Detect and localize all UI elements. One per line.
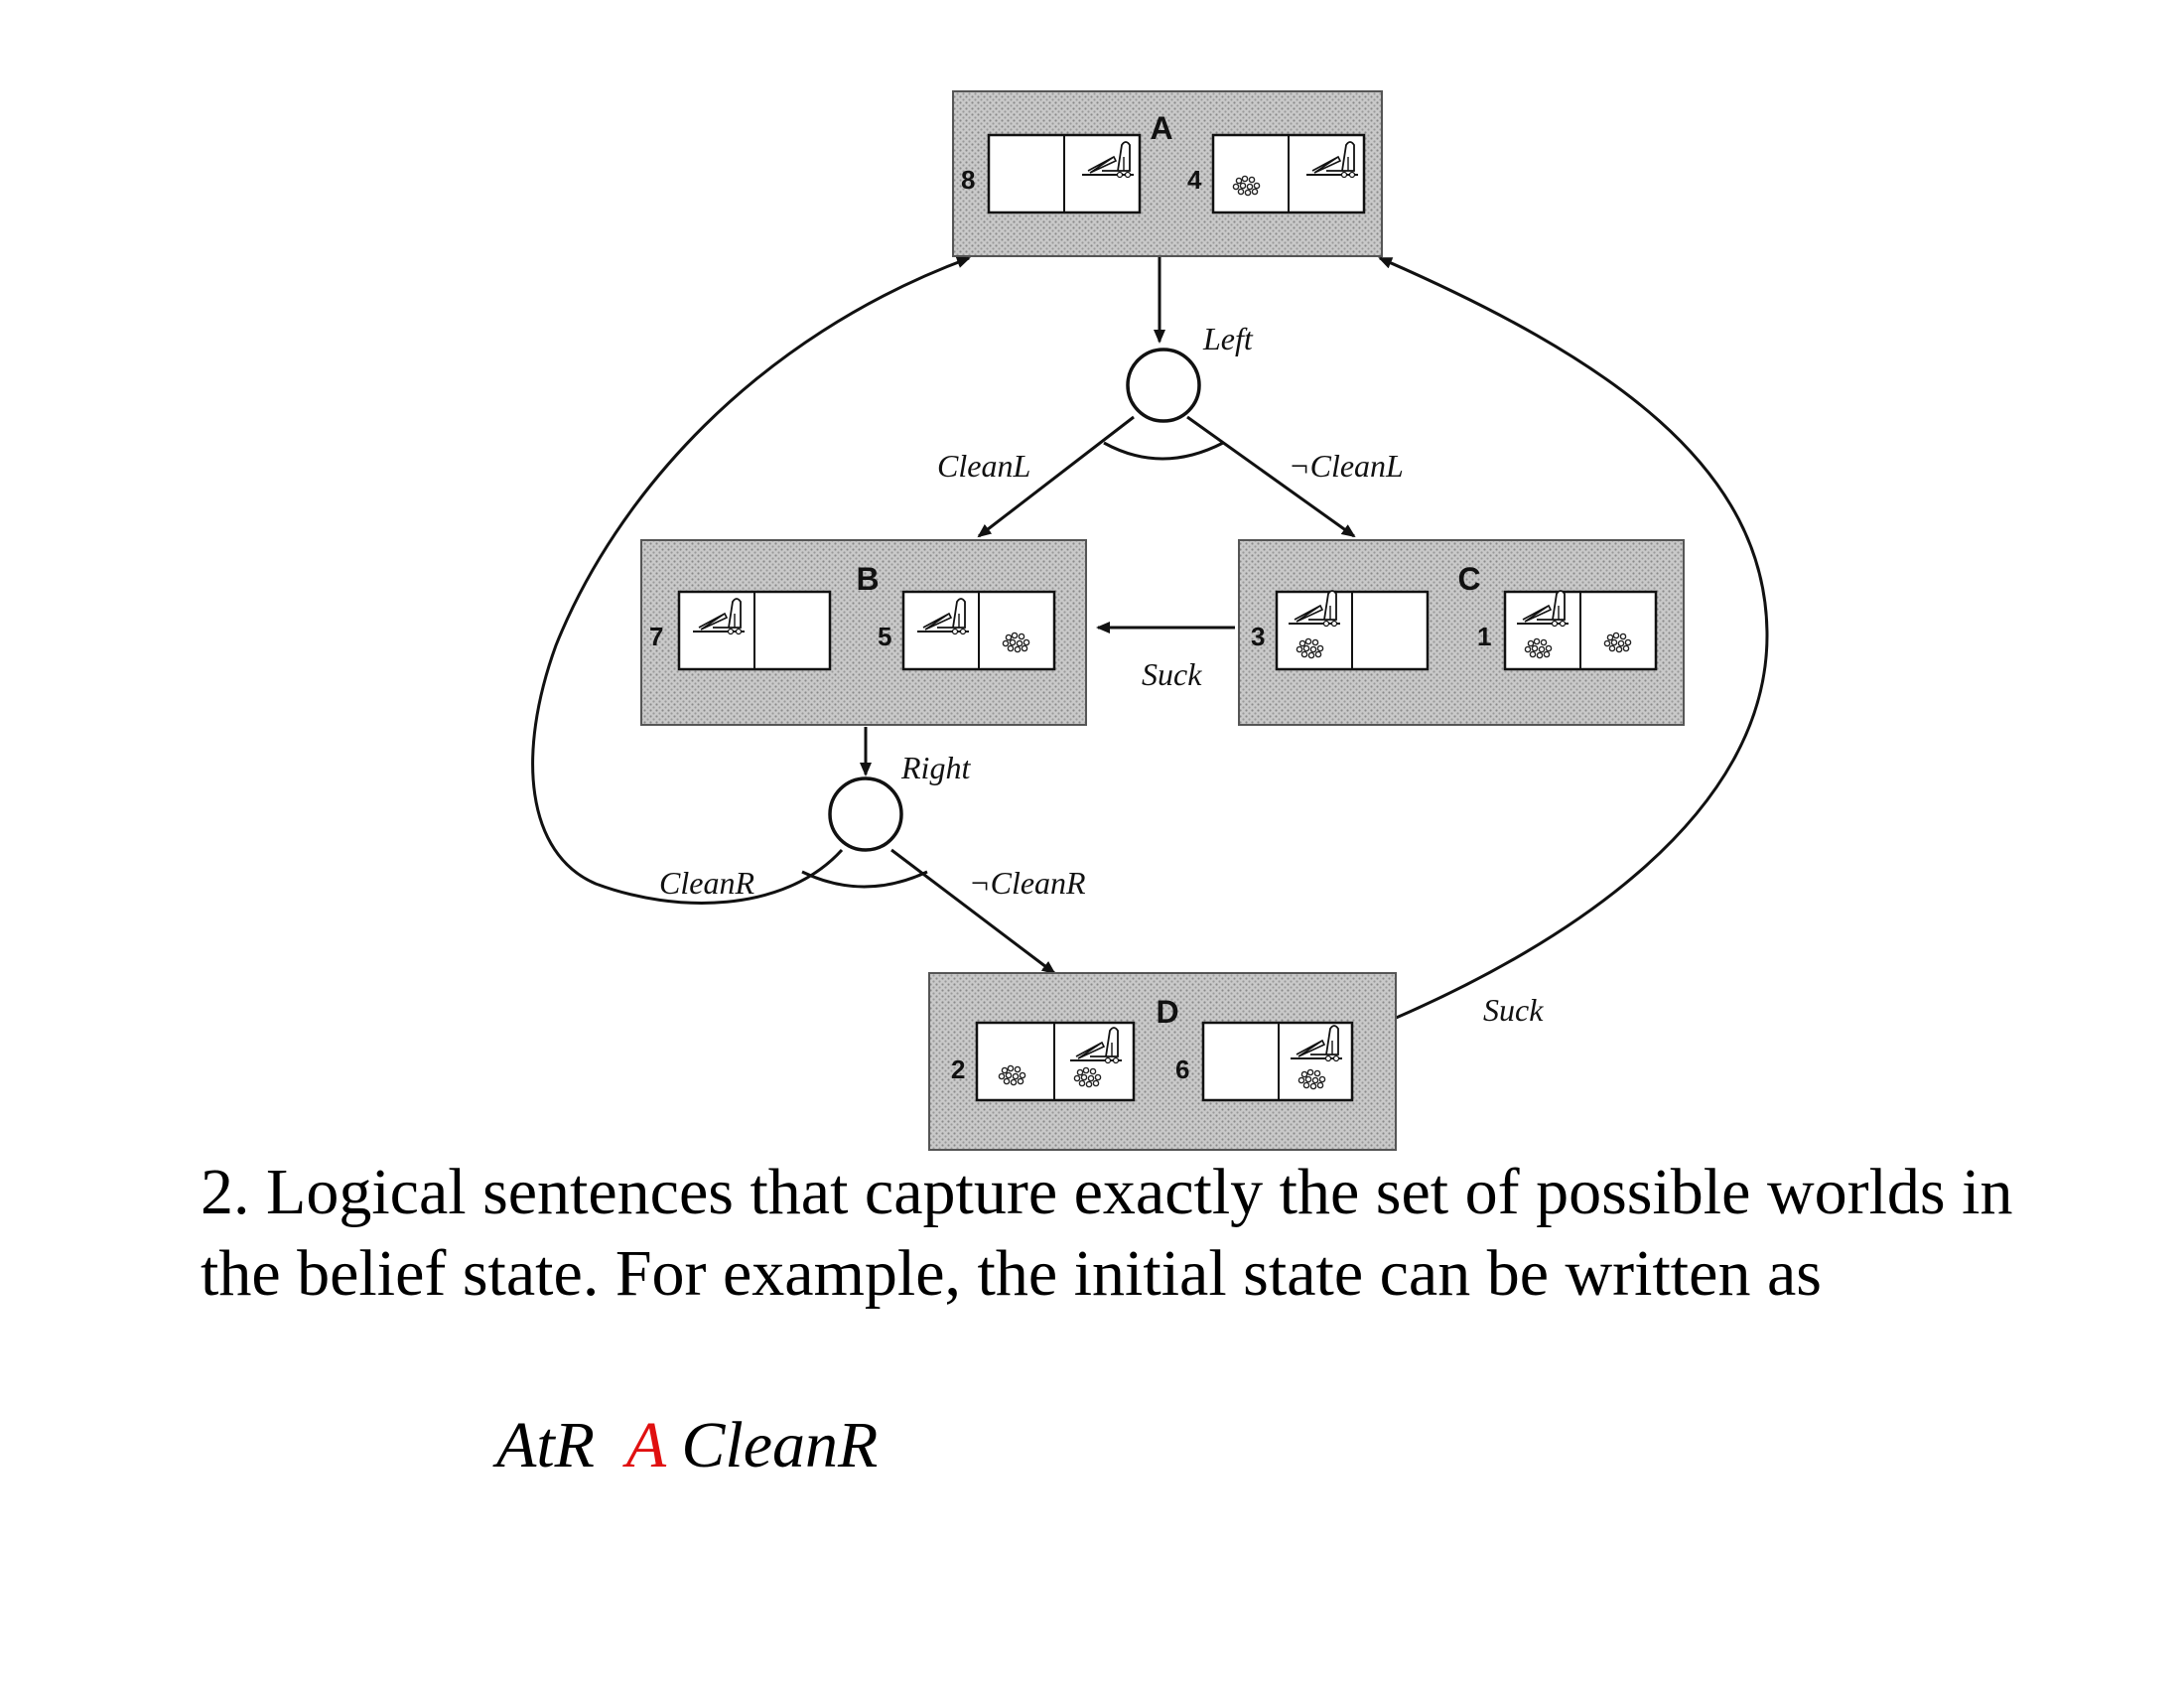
label-not-clean-r: ¬CleanR	[969, 865, 1086, 901]
world-5	[901, 590, 1056, 671]
box-letter-d: D	[1156, 994, 1178, 1030]
box-letter-b: B	[856, 561, 879, 597]
belief-state-a: A 8 4	[952, 90, 1383, 257]
box-letter-a: A	[1150, 110, 1172, 146]
cell-number-4: 4	[1187, 165, 1202, 195]
world-2	[975, 1021, 1136, 1102]
cell-number-1: 1	[1477, 622, 1491, 651]
label-right: Right	[900, 750, 971, 785]
label-suck-d-a: Suck	[1483, 992, 1544, 1028]
cell-number-5: 5	[878, 622, 891, 651]
cell-number-2: 2	[951, 1055, 965, 1084]
label-not-clean-l: ¬CleanL	[1289, 448, 1404, 484]
world-3	[1275, 590, 1430, 671]
edge-right-node-clean-loop-to-a	[531, 256, 971, 905]
or-node-left	[1126, 348, 1201, 423]
label-suck-c-b: Suck	[1142, 656, 1202, 692]
belief-state-b: B 7 5	[640, 539, 1087, 726]
belief-state-c: C 3 1	[1238, 539, 1685, 726]
initial-state-formula: AtR A CleanR	[496, 1408, 878, 1483]
explanation-paragraph: 2. Logical sentences that capture exactl…	[201, 1156, 2013, 1310]
label-clean-r: CleanR	[659, 865, 754, 901]
and-arc-right-node	[801, 870, 928, 889]
edge-left-node-to-c	[1186, 415, 1356, 538]
cell-number-3: 3	[1251, 622, 1265, 651]
edge-right-node-to-d	[890, 848, 1056, 975]
world-8	[987, 133, 1142, 214]
edge-d-to-a-suck	[1378, 256, 1769, 1021]
label-left: Left	[1202, 321, 1254, 356]
cell-number-7: 7	[649, 622, 663, 651]
formula-at-r: AtR	[496, 1409, 595, 1481]
world-6	[1201, 1021, 1354, 1102]
box-letter-c: C	[1457, 561, 1480, 597]
cell-number-8: 8	[961, 165, 975, 195]
world-4	[1211, 133, 1366, 214]
belief-state-diagram: Left CleanL ¬CleanL Suck Right CleanR ¬C…	[531, 90, 1769, 1151]
world-1	[1503, 590, 1658, 671]
label-clean-l: CleanL	[937, 448, 1030, 484]
world-7	[677, 590, 832, 671]
formula-clean-r: CleanR	[681, 1409, 879, 1481]
edge-left-node-to-b	[977, 415, 1135, 538]
and-arc-left-node	[1103, 441, 1224, 461]
belief-state-d: D 2 6	[928, 972, 1397, 1151]
cell-number-6: 6	[1175, 1055, 1189, 1084]
formula-operator: A	[625, 1409, 665, 1481]
or-node-right	[828, 776, 903, 852]
